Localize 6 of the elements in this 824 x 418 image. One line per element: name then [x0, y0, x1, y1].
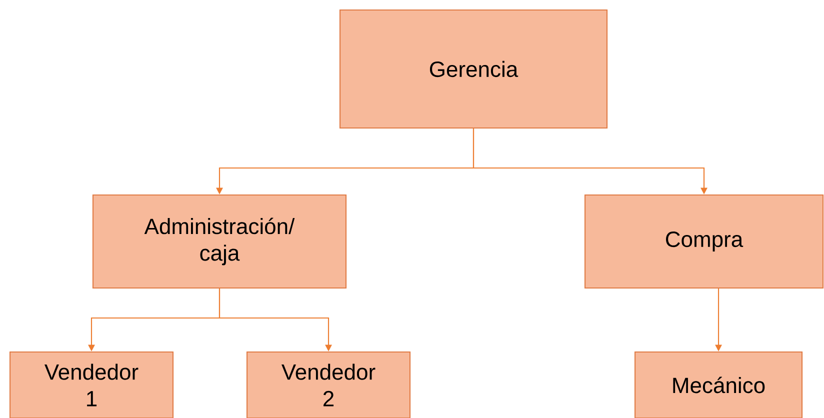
- org-box: Mecánico: [634, 351, 803, 418]
- org-box: Gerencia: [339, 9, 608, 129]
- org-box: Compra: [584, 194, 824, 289]
- org-box: Administración/ caja: [92, 194, 347, 289]
- org-box: Vendedor 2: [246, 351, 411, 418]
- org-box: Vendedor 1: [9, 351, 174, 418]
